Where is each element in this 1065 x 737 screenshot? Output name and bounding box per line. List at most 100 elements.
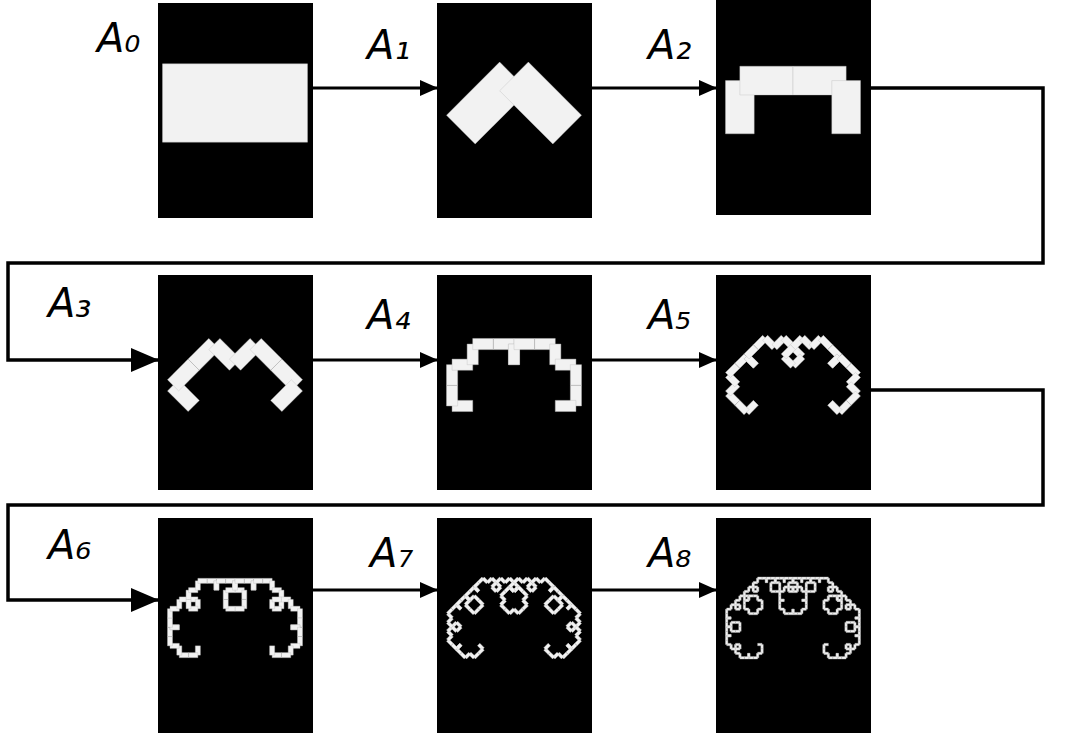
iteration-panel: A₈ [716,518,871,733]
iteration-arrow [313,87,437,90]
fractal-bar [168,637,173,646]
fractal-illustration [158,275,313,490]
fractal-bar [842,657,846,659]
fractal-bar [235,606,244,611]
fractal-illustration [437,518,592,733]
fractal-bar [802,577,806,579]
iteration-arrow [313,589,437,592]
fractal-bar [216,578,225,583]
fractal-bar [726,622,728,626]
iteration-panel: A₄ [437,275,592,490]
fractal-bar [235,578,244,583]
fractal-bar [753,657,757,659]
fractal-bar [761,600,763,604]
fractal-bar [858,618,860,622]
fractal-bar [447,385,458,406]
fractal-bar [779,605,781,609]
fractal-bar [281,653,290,658]
fractal-bar [726,614,728,618]
fractal-bar [858,609,860,613]
fractal-illustration [716,518,871,733]
iteration-arrow [592,87,716,90]
fractal-bar [805,587,807,591]
iteration-arrow [313,359,437,362]
iteration-panel: A₇ [437,518,592,733]
fractal-illustration [158,518,313,733]
iteration-label: A₃ [48,283,91,323]
fractal-bar [823,605,825,609]
fractal-bar [828,400,842,414]
fractal-bar [758,577,762,579]
fractal-bar [189,653,198,658]
fractal-bar [740,66,793,95]
iteration-label: A₀ [97,18,140,58]
fractal-bar [223,599,228,608]
iteration-label: A₆ [48,525,91,565]
fractal-illustration [716,0,871,215]
fractal-bar [784,577,788,579]
fractal-bar [845,627,847,631]
fractal-bar [787,587,789,591]
fractal-bar [163,64,308,142]
fractal-bar [814,583,816,587]
fractal-bar [833,612,837,614]
fractal-bar [739,622,741,626]
fractal-bar [761,645,763,649]
fractal-bar [811,590,815,592]
fractal-bar [473,338,494,349]
fractal-bar [544,643,551,650]
iteration-panel: A₅ [716,275,871,490]
fractal-illustration [158,3,313,218]
fractal-bar [789,612,793,614]
iteration-label: A₅ [648,295,691,335]
iteration-panel: A₃ [158,275,313,490]
fractal-bar [820,577,824,579]
fractal-bar [828,586,832,588]
fractal-bar [840,600,842,604]
fractal-bar [186,599,191,608]
fractal-bar [752,587,754,591]
fractal-bar [837,595,841,597]
fractal-bar [731,621,735,623]
iteration-label: A₂ [648,25,691,65]
fractal-bar [555,400,576,411]
fractal-bar [272,597,281,602]
fractal-bar [297,609,302,618]
fractal-bar [198,578,207,583]
fractal-bar [805,600,807,604]
fractal-bar [242,590,247,599]
fractal-bar [749,595,753,597]
fractal-bar [811,577,815,579]
fractal-bar [254,578,263,583]
fractal-bar [736,630,740,632]
iteration-label: A₄ [367,295,410,335]
fractal-bar [833,657,837,659]
fractal-bar [743,605,745,609]
fractal-bar [858,627,860,631]
fractal-bar [168,618,173,627]
fractal-illustration [716,275,871,490]
fractal-bar [779,596,781,600]
fractal-illustration [437,3,592,218]
fractal-bar [743,596,745,600]
fractal-bar [823,649,825,653]
fractal-bar [858,636,860,640]
fractal-bar [832,81,861,134]
fractal-bar [846,621,850,623]
fractal-bar [753,612,757,614]
fractal-bar [736,648,740,650]
iteration-panel: A₁ [437,3,592,218]
fractal-bar [570,365,581,386]
iteration-arrow [592,589,716,592]
fractal-bar [850,630,854,632]
fractal-bar [514,338,535,349]
fractal-bar [793,577,797,579]
fractal-bar [779,583,781,587]
fractal-bar [824,643,828,645]
fractal-bar [297,627,302,636]
fractal-bar [846,604,850,606]
fractal-bar [770,587,772,591]
fractal-bar [797,612,801,614]
iteration-panel: A₀ [158,3,313,218]
